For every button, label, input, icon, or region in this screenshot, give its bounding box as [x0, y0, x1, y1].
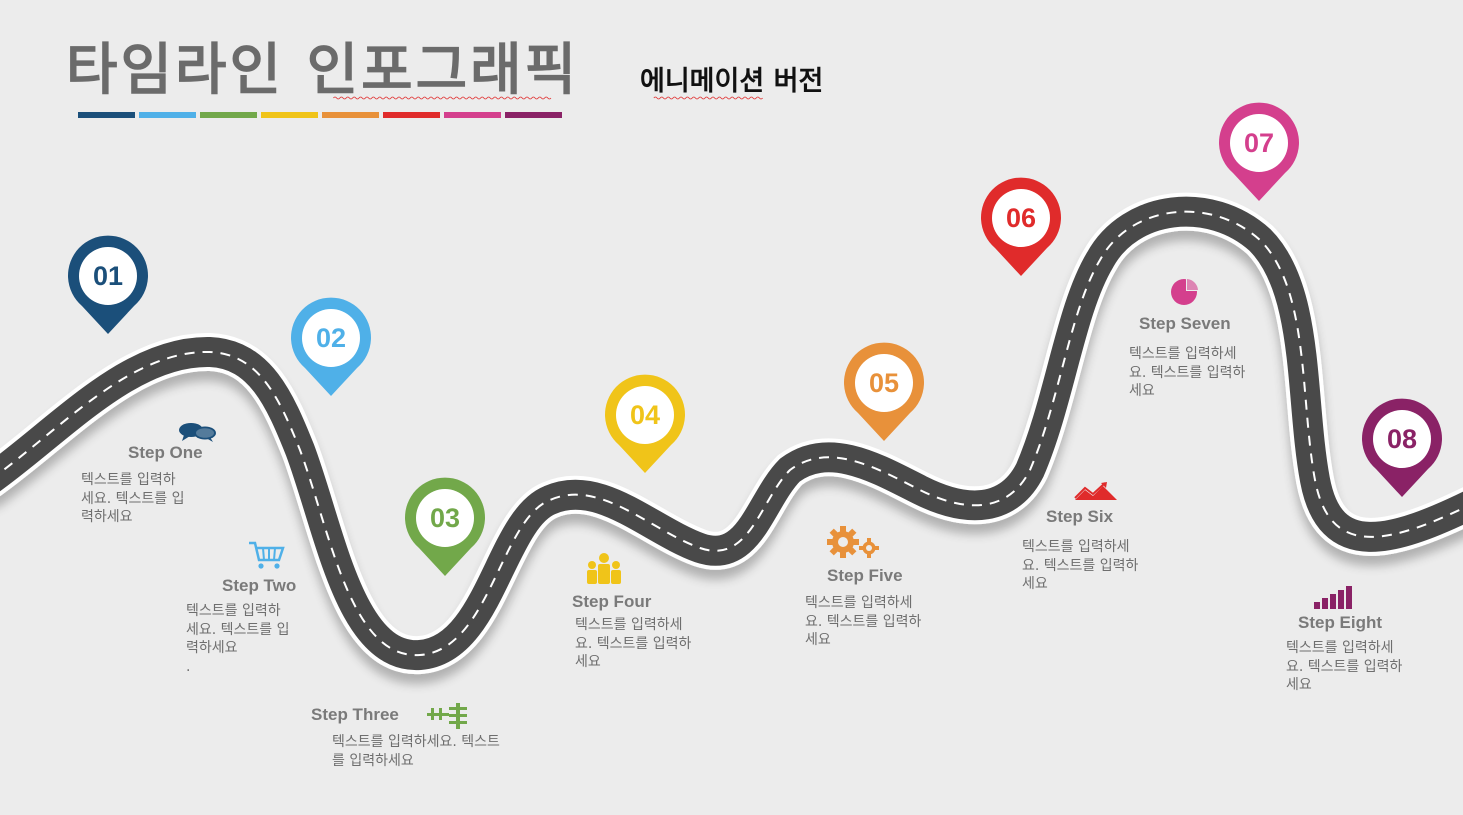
bar-chart-icon	[1314, 586, 1352, 609]
color-bar-segment	[139, 112, 196, 118]
step-5-number: 05	[868, 367, 900, 398]
step-8-pin: 08	[1358, 397, 1446, 501]
pie-chart-icon	[1171, 278, 1199, 305]
chat-bubbles-icon	[179, 423, 216, 442]
color-bar-segment	[322, 112, 379, 118]
step-4-number: 04	[629, 399, 661, 430]
team-icon	[587, 553, 621, 584]
step-1-title: Step One	[128, 443, 203, 462]
step-2-pin: 02	[287, 296, 375, 400]
step-2-title: Step Two	[222, 576, 297, 595]
step-4-description: 텍스트를 입력하세 요. 텍스트를 입력하 세요	[575, 617, 692, 670]
step-3-number: 03	[429, 502, 461, 533]
step-7-number: 07	[1243, 127, 1275, 158]
color-bar-segment	[78, 112, 135, 118]
page-title: 타임라인 인포그래픽	[66, 38, 580, 103]
gears-icon	[827, 526, 879, 558]
step-6-title: Step Six	[1046, 507, 1114, 526]
step-8-number: 08	[1386, 423, 1418, 454]
step-1-number: 01	[92, 260, 124, 291]
step-6-pin: 06	[977, 176, 1065, 280]
step-5-pin: 05	[840, 341, 928, 445]
people-icon	[427, 703, 467, 729]
step-6-number: 06	[1005, 202, 1037, 233]
step-1-description: 텍스트를 입력하 세요. 텍스트를 입 력하세요	[81, 472, 185, 525]
color-bar-segment	[261, 112, 318, 118]
step-7-title: Step Seven	[1139, 314, 1231, 333]
step-7-description: 텍스트를 입력하세 요. 텍스트를 입력하 세요	[1129, 346, 1246, 399]
color-bar	[78, 112, 562, 118]
page-subtitle: 에니메이션 버전	[640, 66, 824, 97]
step-8-description: 텍스트를 입력하세 요. 텍스트를 입력하 세요	[1286, 640, 1403, 693]
step-4-pin: 04	[601, 373, 689, 477]
step-1-pin: 01	[64, 234, 152, 338]
growth-chart-icon	[1074, 482, 1117, 500]
color-bar-segment	[200, 112, 257, 118]
color-bar-segment	[383, 112, 440, 118]
color-bar-segment	[444, 112, 501, 118]
step-2-number: 02	[315, 322, 347, 353]
step-3-pin: 03	[401, 476, 489, 580]
color-bar-segment	[505, 112, 562, 118]
spellcheck-underline	[653, 96, 763, 100]
step-6-description: 텍스트를 입력하세 요. 텍스트를 입력하 세요	[1022, 539, 1139, 592]
step-8-title: Step Eight	[1298, 613, 1383, 632]
step-7-pin: 07	[1215, 101, 1303, 205]
step-5-description: 텍스트를 입력하세 요. 텍스트를 입력하 세요	[805, 595, 922, 648]
shopping-cart-icon	[249, 541, 285, 569]
step-3-title: Step Three	[311, 705, 399, 724]
step-3-description: 텍스트를 입력하세요. 텍스트 를 입력하세요	[332, 734, 500, 769]
step-4-title: Step Four	[572, 592, 652, 611]
step-5-title: Step Five	[827, 566, 903, 585]
step-2-description: 텍스트를 입력하 세요. 텍스트를 입 력하세요 .	[186, 603, 290, 675]
spellcheck-underline	[333, 96, 552, 100]
